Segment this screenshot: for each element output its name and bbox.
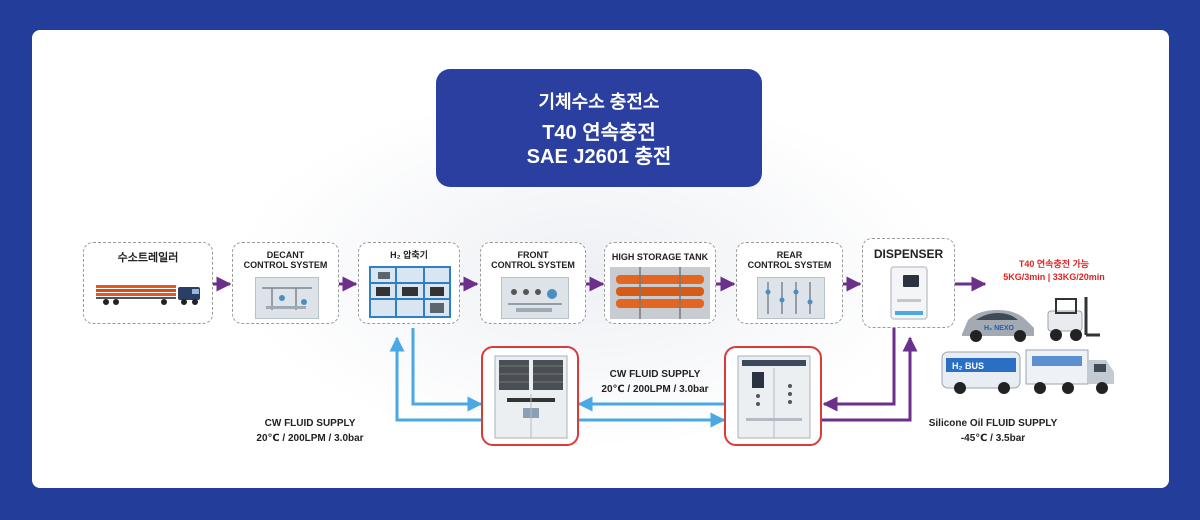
fuel-cell-truck-icon xyxy=(1025,349,1114,394)
oil-line-1: Silicone Oil FLUID SUPPLY xyxy=(928,418,1058,429)
cw-mid-line-2: 20℃ / 200LPM / 3.0bar xyxy=(601,384,709,395)
node-h2-compressor: H₂ 압축기 xyxy=(358,242,460,324)
node-label: REAR CONTROL SYSTEM xyxy=(747,250,832,270)
cw-supply-line xyxy=(411,328,483,412)
node-hydrogen-trailer: 수소트레일러 xyxy=(83,242,213,324)
node-high-storage-tank: HIGH STORAGE TANK xyxy=(604,242,716,324)
chiller-icon xyxy=(494,355,568,439)
compressor-skid-icon xyxy=(369,266,451,318)
node-label: 수소트레일러 xyxy=(117,252,179,264)
oil-return-line xyxy=(822,328,896,412)
output-line-2: 5KG/3min | 33KG/20min xyxy=(1003,272,1105,282)
h2-bus-icon: H₂ BUS xyxy=(941,351,1021,394)
piping-icon xyxy=(262,287,312,310)
node-dispenser: DISPENSER xyxy=(862,238,955,328)
cw-left-line-1: CW FLUID SUPPLY xyxy=(264,418,356,429)
node-front-control: FRONT CONTROL SYSTEM xyxy=(480,242,586,324)
cw-left-line-2: 20℃ / 200LPM / 3.0bar xyxy=(256,433,364,444)
node-label: DISPENSER xyxy=(873,247,944,261)
tube-trailer-icon xyxy=(96,285,200,305)
output-line-1: T40 연속충전 가능 xyxy=(1018,259,1090,269)
cw-mid-line-1: CW FLUID SUPPLY xyxy=(609,369,701,380)
bus-badge: H₂ BUS xyxy=(952,361,984,371)
cw-supply-left-label: CW FLUID SUPPLY 20℃ / 200LPM / 3.0bar xyxy=(240,416,380,446)
node-label: H₂ 압축기 xyxy=(390,250,428,260)
control-panel-icon xyxy=(501,277,569,319)
cw-supply-mid-label: CW FLUID SUPPLY 20℃ / 200LPM / 3.0bar xyxy=(585,367,725,397)
title-line-1: 기체수소 충전소 xyxy=(538,92,660,112)
node-label: HIGH STORAGE TANK xyxy=(611,252,709,262)
control-panel-icon xyxy=(757,277,825,319)
title-box: 기체수소 충전소 T40 연속충전 SAE J2601 충전 xyxy=(436,69,762,187)
forklift-icon xyxy=(1047,297,1100,341)
node-label: DECANT CONTROL SYSTEM xyxy=(243,250,328,270)
node-label: FRONT CONTROL SYSTEM xyxy=(491,250,575,270)
control-panel-icon xyxy=(255,277,319,319)
chiller-unit-box xyxy=(481,346,579,446)
valves-icon xyxy=(765,282,813,314)
gauges-icon xyxy=(508,289,562,312)
dispenser-icon xyxy=(890,266,928,320)
node-decant-control: DECANT CONTROL SYSTEM xyxy=(232,242,339,324)
nexo-badge: H₂ NEXO xyxy=(984,325,1015,332)
node-rear-control: REAR CONTROL SYSTEM xyxy=(736,242,843,324)
title-line-3: SAE J2601 충전 xyxy=(526,146,672,168)
oil-cooler-icon xyxy=(737,355,811,439)
cw-return-line xyxy=(389,336,483,422)
oil-unit-box xyxy=(724,346,822,446)
oil-supply-label: Silicone Oil FLUID SUPPLY -45℃ / 3.5bar xyxy=(918,416,1068,446)
oil-line-2: -45℃ / 3.5bar xyxy=(960,433,1026,444)
storage-tanks-icon xyxy=(610,267,710,319)
oil-supply-line xyxy=(822,336,918,422)
nexo-car-icon: H₂ NEXO xyxy=(962,310,1034,342)
title-line-2: T40 연속충전 xyxy=(542,122,656,144)
output-capacity: T40 연속충전 가능 5KG/3min | 33KG/20min xyxy=(990,258,1118,284)
